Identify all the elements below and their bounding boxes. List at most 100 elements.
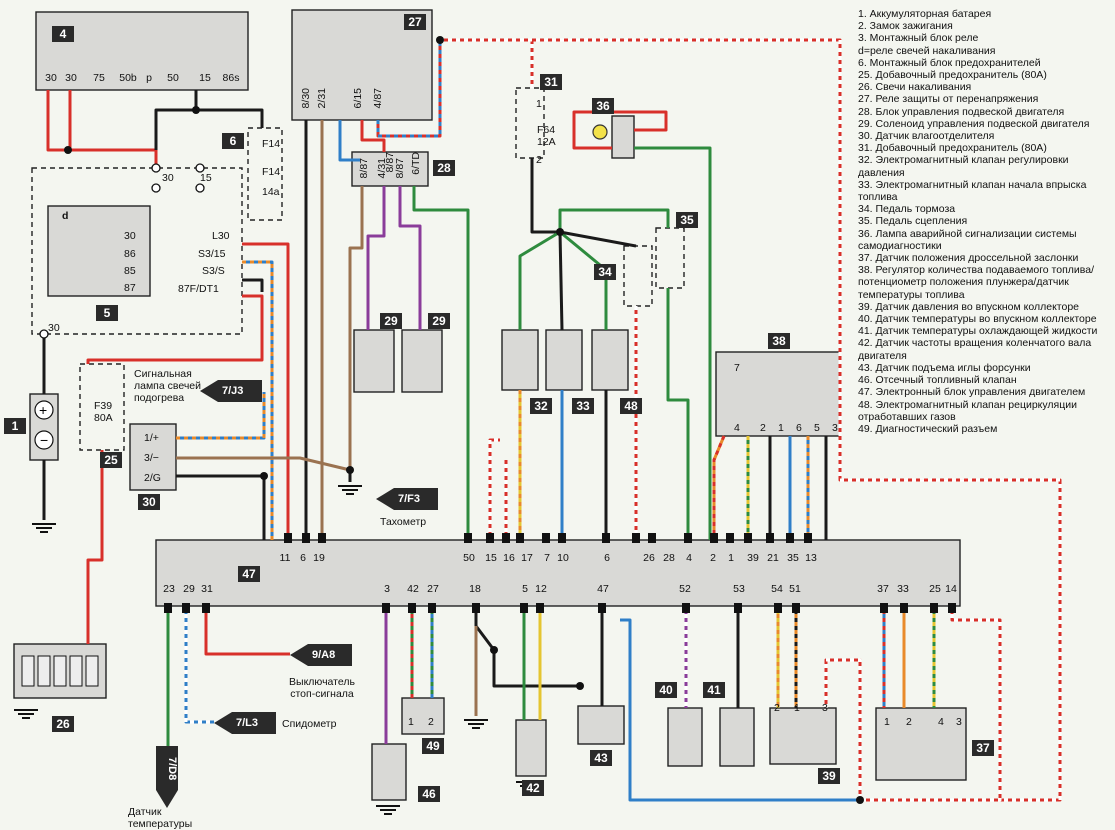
c4-pin: 50b (119, 72, 137, 84)
component-42-box (515, 719, 547, 777)
ground-symbol (338, 485, 362, 495)
c28-pin: 8/87 (358, 158, 370, 179)
component-29b-box (401, 329, 443, 393)
c31-fuse-label: F64 (537, 124, 556, 136)
ecu-bottom-pin: 3 (384, 583, 390, 595)
component-40-box (667, 707, 703, 767)
c37-pin: 4 (938, 716, 944, 728)
red-relay-wire (360, 120, 386, 152)
blue-orange-wire-stripe (242, 260, 274, 540)
component-28-box (351, 151, 429, 187)
terminal-ring (151, 183, 161, 193)
component-33-badge: 33 (572, 398, 594, 414)
c4-pin: 86s (222, 72, 240, 84)
connector-pin (284, 533, 292, 543)
c5-top-pin: 15 (200, 172, 212, 184)
connector-pin (734, 603, 742, 613)
c28-pin: 4/31 (376, 158, 388, 179)
ref-arrow-l3: 7/L3 (214, 712, 276, 734)
c28-pin: 6/TD (410, 152, 422, 175)
ecu-top-pin: 11 (279, 552, 291, 564)
black-wire (558, 231, 564, 331)
ecu-bottom-pin: 12 (535, 583, 547, 595)
legend-item: 37. Датчик положения дроссельной заслонк… (858, 252, 1079, 265)
junction-dot (192, 106, 200, 114)
brake-switch-label: Выключатель стоп-сигнала (289, 676, 355, 700)
brown-wire (176, 456, 351, 472)
c38-pin: 4 (734, 422, 740, 434)
red-ecu-wire (242, 242, 290, 540)
component-47-badge: 47 (238, 566, 260, 582)
c4-pin: 15 (199, 72, 211, 84)
connector-pin (536, 603, 544, 613)
red-wire (204, 606, 290, 656)
connector-pin (744, 533, 752, 543)
legend-item: 27. Реле защиты от перенапряжения (858, 93, 1039, 106)
c49-pin: 2 (428, 716, 434, 728)
connector-pin (632, 533, 640, 543)
junction-dot (436, 36, 444, 44)
c38-pin: 3 (832, 422, 838, 434)
ecu-bottom-pin: 42 (407, 583, 419, 595)
ecu-top-pin: 1 (728, 552, 734, 564)
component-4-box (35, 11, 249, 91)
connector-pin (164, 603, 172, 613)
green-wire (558, 208, 670, 232)
c39-pin: 3 (822, 702, 828, 714)
legend-item: 25. Добавочный предохранитель (80А) (858, 69, 1047, 82)
battery-minus-glyph: − (40, 432, 48, 448)
ecu-top-pin: 4 (686, 552, 692, 564)
connector-pin (682, 603, 690, 613)
c27-pin: 4/87 (372, 88, 384, 109)
component-39-badge: 39 (818, 768, 840, 784)
blue-white-wire (184, 606, 214, 724)
c4-pin: 30 (45, 72, 57, 84)
c39-pin: 2 (774, 702, 780, 714)
terminal-ring (195, 163, 205, 173)
c5-relay-label: d (62, 210, 69, 222)
c49-pin: 1 (408, 716, 414, 728)
battery-plus-glyph: + (39, 402, 47, 418)
ecu-top-pin: 26 (643, 552, 655, 564)
c28-pin: 8/87 (394, 158, 406, 179)
component-30-badge: 30 (138, 494, 160, 510)
connector-pin (558, 533, 566, 543)
c37-pin: 1 (884, 716, 890, 728)
battery-minus-icon (34, 430, 54, 450)
ground-symbol (376, 805, 400, 815)
ecu-top-pin: 16 (503, 552, 515, 564)
c30-pin: 1/+ (144, 432, 159, 444)
connector-pin (786, 533, 794, 543)
connector-pin (766, 533, 774, 543)
ecu-top-pin: 15 (485, 552, 497, 564)
temp-sensor-label: Датчик температуры (128, 806, 193, 830)
black-wire (474, 606, 580, 688)
ecu-bottom-pin: 47 (597, 583, 609, 595)
red-wire (572, 110, 668, 150)
legend-item: 49. Диагностический разъем (858, 422, 998, 435)
c5-relay-pin: 87 (124, 282, 136, 294)
c30-pin: 2/G (144, 472, 161, 484)
connector-pin (774, 603, 782, 613)
c31-fuse-rating: 12A (537, 136, 556, 148)
ground-symbol (14, 709, 38, 719)
component-32-badge: 32 (530, 398, 552, 414)
ecu-bottom-pin: 18 (469, 583, 481, 595)
component-5-badge: 5 (96, 305, 118, 321)
red-white-main-wire-stripe (440, 38, 534, 88)
brown-ground-wire (348, 186, 364, 470)
c25-fuse-label: F39 (94, 400, 113, 412)
ecu-bottom-pin: 53 (733, 583, 745, 595)
connector-pin (792, 603, 800, 613)
speedo-label: Спидометр (282, 718, 337, 730)
c5-terminal: L30 (212, 230, 230, 242)
c4-pin: p (146, 72, 152, 84)
component-5-outline (31, 167, 243, 335)
c27-pin: 2/31 (316, 88, 328, 109)
red-white-long-wire (440, 38, 1062, 802)
c5-relay-pin: 86 (124, 248, 136, 260)
component-1-badge: 1 (4, 418, 26, 434)
legend-item: 2. Замок зажигания (858, 20, 953, 33)
connector-pin (408, 603, 416, 613)
red-white-main-wire (440, 38, 534, 88)
